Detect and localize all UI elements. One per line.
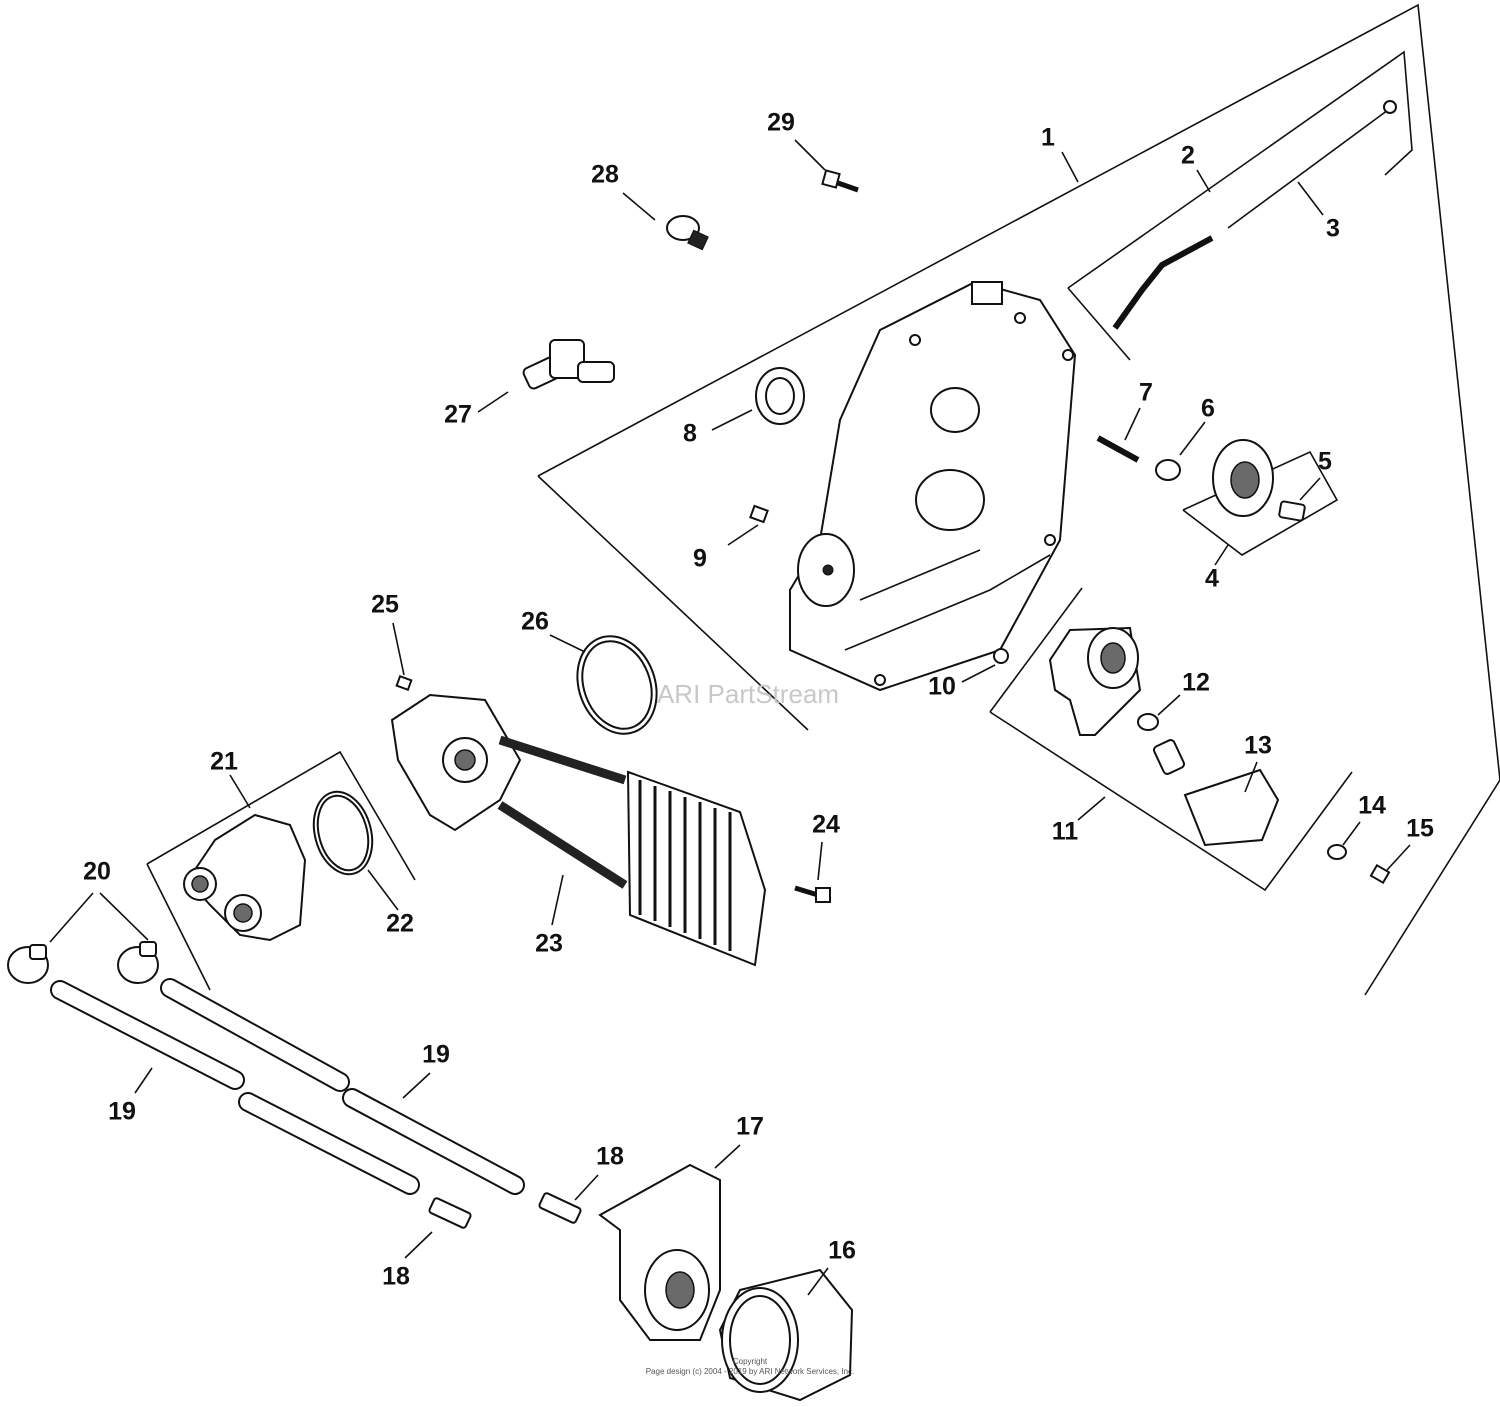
o-ring-12-drawing bbox=[1137, 713, 1159, 731]
oil-cooler-drawing bbox=[390, 693, 767, 967]
callout-7: 7 bbox=[1139, 379, 1153, 407]
callout-19-right: 19 bbox=[422, 1041, 450, 1069]
callout-18-left: 18 bbox=[382, 1263, 410, 1291]
o-ring-26-drawing bbox=[576, 635, 658, 735]
callout-2: 2 bbox=[1181, 142, 1195, 170]
callout-12: 12 bbox=[1182, 669, 1210, 697]
callout-20: 20 bbox=[83, 858, 111, 886]
callout-29: 29 bbox=[767, 109, 795, 137]
callout-19-left: 19 bbox=[108, 1098, 136, 1126]
elbow-fitting-drawing bbox=[522, 339, 615, 390]
callout-22: 22 bbox=[386, 910, 414, 938]
callout-4: 4 bbox=[1205, 565, 1219, 593]
callout-28: 28 bbox=[591, 161, 619, 189]
dipstick-drawing bbox=[1112, 100, 1397, 330]
callout-26: 26 bbox=[521, 608, 549, 636]
bolt-5-drawing bbox=[1278, 500, 1306, 522]
leader-lines bbox=[49, 139, 1411, 1296]
callout-3: 3 bbox=[1326, 215, 1340, 243]
callout-21: 21 bbox=[210, 748, 238, 776]
nut-14-drawing bbox=[1327, 844, 1347, 860]
callout-8: 8 bbox=[683, 420, 697, 448]
callout-27: 27 bbox=[444, 401, 472, 429]
o-ring-22-drawing bbox=[312, 790, 374, 876]
callout-15: 15 bbox=[1406, 815, 1434, 843]
callout-1: 1 bbox=[1041, 124, 1055, 152]
callout-25: 25 bbox=[371, 591, 399, 619]
callout-9: 9 bbox=[693, 545, 707, 573]
pin-7-drawing bbox=[1096, 435, 1140, 463]
washer-6-drawing bbox=[1155, 459, 1181, 481]
closure-plate-drawing bbox=[789, 280, 1077, 692]
callout-10: 10 bbox=[928, 673, 956, 701]
filter-bracket-17-drawing bbox=[598, 1163, 721, 1341]
callout-11: 11 bbox=[1052, 818, 1079, 846]
filter-adapter-21-drawing bbox=[183, 813, 307, 942]
group-bracket-lines bbox=[146, 3, 1500, 996]
callout-23: 23 bbox=[535, 930, 563, 958]
clip-9-drawing bbox=[749, 504, 769, 524]
screw-15-drawing bbox=[1369, 863, 1391, 885]
hose-19-upper-drawing bbox=[160, 978, 525, 1195]
callout-6: 6 bbox=[1201, 395, 1215, 423]
copyright-line-2: Page design (c) 2004 - 2019 by ARI Netwo… bbox=[646, 1367, 855, 1376]
o-ring-10-drawing bbox=[993, 648, 1009, 664]
oil-filter-16-drawing bbox=[718, 1268, 854, 1402]
bolt-24-drawing bbox=[794, 885, 831, 903]
clip-25-drawing bbox=[395, 674, 413, 692]
callout-5: 5 bbox=[1318, 448, 1332, 476]
copyright-line-1: Copyright bbox=[733, 1357, 768, 1366]
relief-valve-13-drawing bbox=[1153, 739, 1280, 847]
callout-14: 14 bbox=[1358, 792, 1386, 820]
hose-19-lower-drawing bbox=[50, 980, 420, 1195]
bolt-29-drawing bbox=[821, 169, 859, 193]
oil-pressure-switch-drawing bbox=[666, 215, 709, 251]
callout-17: 17 bbox=[736, 1113, 764, 1141]
plug-20-left-drawing bbox=[7, 944, 49, 984]
callout-18-right: 18 bbox=[596, 1143, 624, 1171]
fitting-18-left-drawing bbox=[428, 1197, 472, 1229]
plug-20-right-drawing bbox=[117, 941, 159, 984]
callout-labels: 1 2 3 4 5 6 7 8 9 10 11 12 13 14 15 16 1… bbox=[83, 109, 1434, 1291]
callout-24: 24 bbox=[812, 811, 840, 839]
oil-pump-drawing bbox=[1048, 626, 1142, 736]
callout-16: 16 bbox=[828, 1237, 856, 1265]
callout-13: 13 bbox=[1244, 732, 1272, 760]
watermark: ARI PartStream bbox=[657, 679, 839, 709]
gear-4-drawing bbox=[1212, 439, 1274, 517]
fitting-18-right-drawing bbox=[538, 1192, 582, 1224]
oil-seal-drawing bbox=[755, 367, 805, 425]
